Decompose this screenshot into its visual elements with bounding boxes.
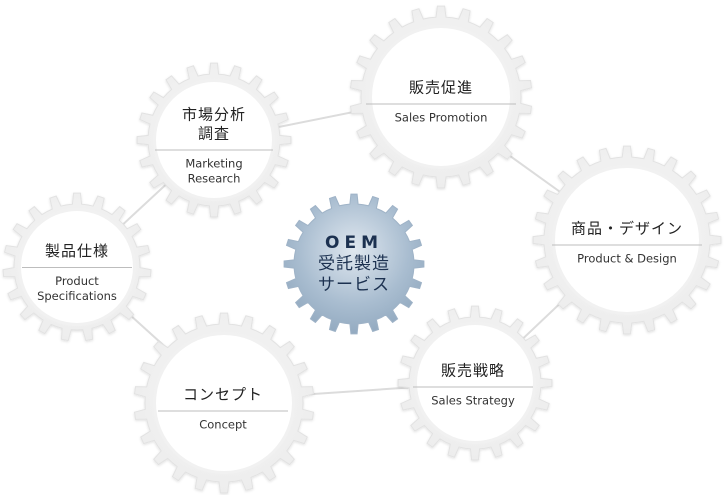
gear-shape-product-specs	[2, 192, 152, 342]
gear-shape-sales-promotion	[349, 5, 533, 189]
gear-shape-product-design	[532, 145, 722, 335]
gear-shape-market-research	[136, 62, 292, 218]
gear-shape-concept	[133, 312, 315, 494]
gear-shape-center	[283, 193, 425, 335]
gear-shape-sales-strategy	[397, 305, 553, 461]
